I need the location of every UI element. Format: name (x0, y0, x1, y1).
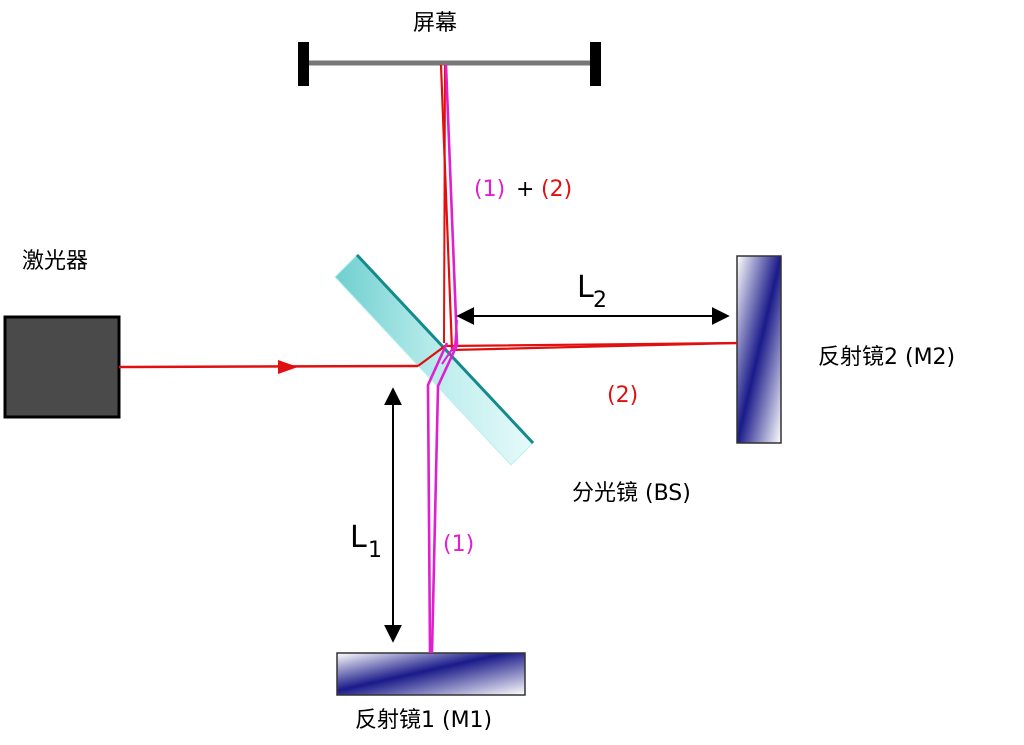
beam-1-down (426, 342, 449, 654)
beam-1-label: (1) (443, 532, 474, 557)
L2-label: L (577, 270, 594, 305)
beam-2-label: (2) (607, 383, 638, 408)
laser-body (3, 315, 121, 419)
mirror-m2 (736, 255, 782, 444)
beam-2-center (443, 64, 446, 344)
L2-subscript: 2 (593, 288, 607, 313)
beam-combined-label-1: (1) (474, 177, 505, 202)
laser-label: 激光器 (22, 249, 88, 274)
screen (298, 42, 601, 86)
screen-label: 屏幕 (413, 11, 457, 36)
mirror-m1-label: 反射镜1 (M1) (355, 708, 492, 733)
beam-2-return (439, 64, 738, 352)
beam-splitter-label: 分光镜 (BS) (572, 481, 691, 506)
beam-splitter-glass (334, 254, 534, 466)
beam-1-up (430, 64, 459, 654)
screen-right-cap (590, 42, 601, 86)
laser-beam-arrow (278, 360, 298, 374)
mirror-m1 (336, 652, 526, 696)
beam-combined-plus: + (516, 177, 534, 202)
beam-combined-label-2: (2) (541, 177, 572, 202)
beam-1-inner (441, 319, 458, 365)
screen-left-cap (298, 42, 309, 86)
L1-subscript: 1 (368, 538, 382, 563)
laser-beam (118, 364, 419, 369)
beam-splitter (334, 253, 535, 466)
L1-label: L (350, 520, 367, 555)
mirror-m2-label: 反射镜2 (M2) (818, 345, 955, 370)
